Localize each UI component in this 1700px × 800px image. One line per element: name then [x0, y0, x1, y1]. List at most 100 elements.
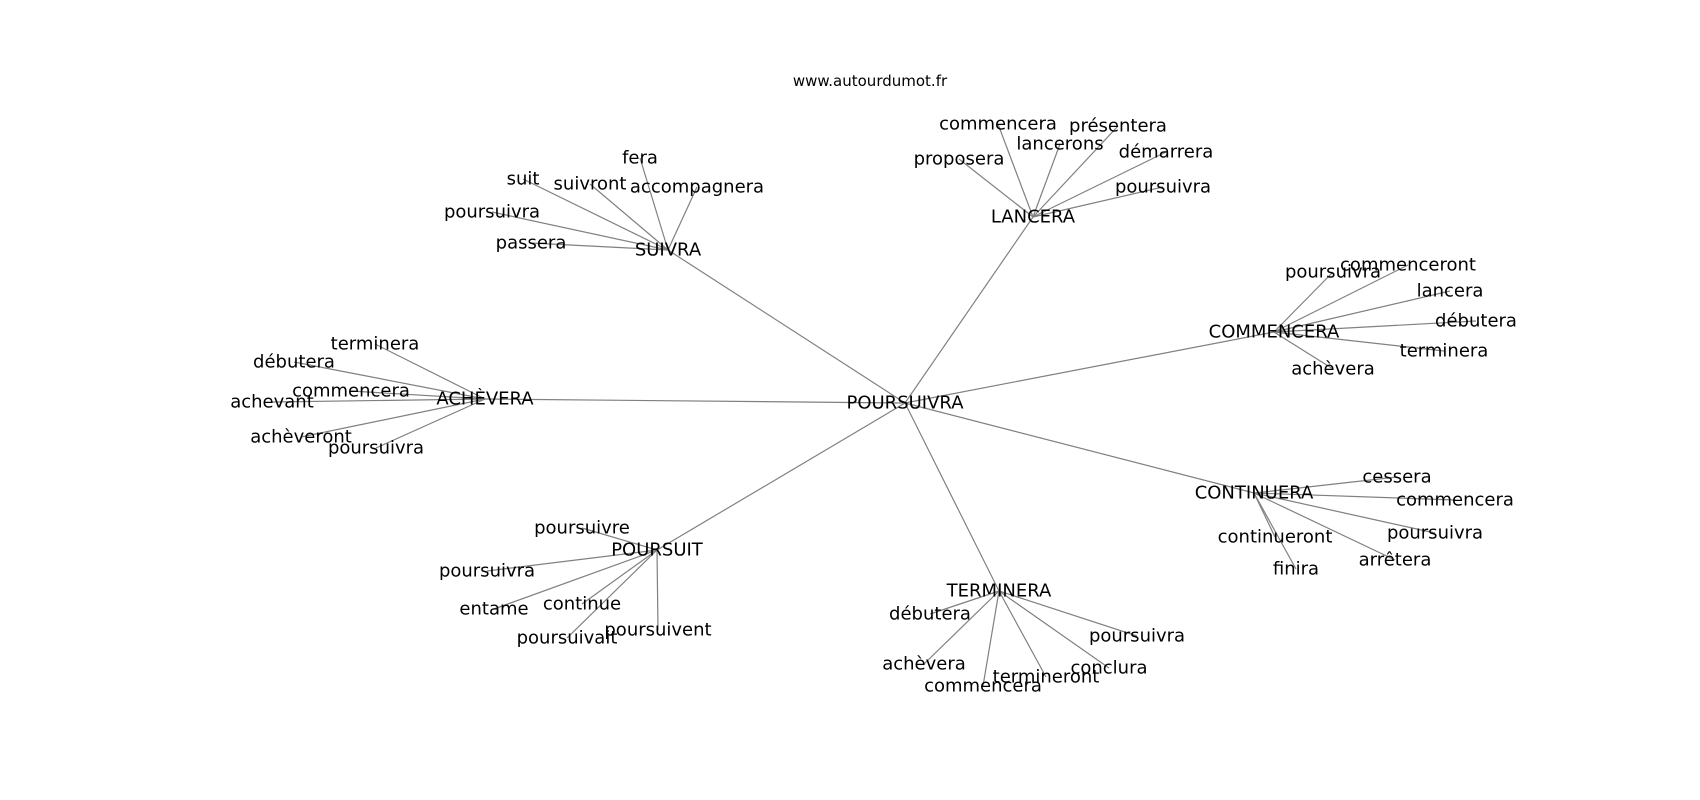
- edge-achevera-acheveront: [300, 398, 486, 438]
- leaf-node-terminera-commencera[interactable]: commencera: [924, 676, 1042, 697]
- edge-continuera-cessera: [1253, 476, 1398, 494]
- edge-achevera-terminera: [374, 343, 486, 400]
- leaf-node-commencera-terminera[interactable]: terminera: [1400, 341, 1489, 362]
- edge-commencera-poursuivra: [1273, 271, 1334, 333]
- edge-achevera-commencera: [350, 390, 486, 400]
- leaf-node-lancera-proposera[interactable]: proposera: [914, 149, 1005, 170]
- leaf-node-achevera-poursuivra[interactable]: poursuivra: [328, 438, 424, 459]
- edge-terminera-achevera: [923, 590, 1000, 665]
- edge-poursuit-poursuivra: [486, 549, 658, 572]
- edge-suivra-suit: [522, 178, 669, 251]
- edge-center-continuera: [904, 402, 1255, 494]
- leaf-node-continuera-finira[interactable]: finira: [1273, 559, 1319, 580]
- leaf-node-poursuit-continue[interactable]: continue: [543, 594, 621, 615]
- leaf-node-poursuit-poursuivre[interactable]: poursuivre: [534, 518, 630, 539]
- edge-poursuit-poursuivait: [566, 549, 658, 639]
- edge-terminera-poursuivra: [998, 590, 1138, 637]
- leaf-node-achevera-terminera[interactable]: terminera: [331, 334, 420, 355]
- edge-center-poursuit: [656, 402, 906, 551]
- leaf-node-suivra-passera[interactable]: passera: [496, 233, 567, 254]
- leaf-node-poursuit-poursuivra[interactable]: poursuivra: [439, 561, 535, 582]
- edge-poursuit-entame: [493, 549, 658, 610]
- edge-continuera-finira: [1253, 492, 1297, 570]
- hub-node-continuera[interactable]: CONTINUERA: [1195, 483, 1314, 504]
- leaf-node-continuera-arretera[interactable]: arrêtera: [1359, 550, 1432, 571]
- leaf-node-commencera-achevera[interactable]: achèvera: [1291, 359, 1375, 380]
- leaf-node-lancera-lancerons[interactable]: lancerons: [1016, 134, 1103, 155]
- edge-poursuit-poursuivent: [656, 549, 659, 631]
- hub-node-lancera[interactable]: LANCERA: [991, 207, 1076, 228]
- hub-node-achevera[interactable]: ACHÈVERA: [436, 388, 534, 410]
- leaf-node-continuera-continueront[interactable]: continueront: [1218, 527, 1333, 548]
- edge-suivra-poursuivra: [491, 211, 669, 251]
- leaf-node-terminera-achevera[interactable]: achèvera: [882, 654, 966, 675]
- hub-node-terminera[interactable]: TERMINERA: [946, 581, 1052, 602]
- edge-poursuit-poursuivre: [581, 527, 658, 551]
- leaf-node-lancera-demarrera[interactable]: démarrera: [1119, 142, 1214, 163]
- leaf-node-continuera-commencera[interactable]: commencera: [1396, 490, 1514, 511]
- edge-center-terminera: [904, 402, 1000, 592]
- leaf-node-terminera-conclura[interactable]: conclura: [1070, 658, 1147, 679]
- leaf-node-achevera-debutera[interactable]: débutera: [253, 352, 335, 373]
- edge-suivra-accompagnera: [667, 186, 698, 251]
- edge-commencera-terminera: [1273, 331, 1445, 352]
- hub-node-suivra[interactable]: SUIVRA: [635, 240, 702, 261]
- edge-commencera-debutera: [1273, 320, 1477, 333]
- leaf-node-suivra-accompagnera[interactable]: accompagnera: [630, 177, 764, 198]
- leaf-node-terminera-debutera[interactable]: débutera: [889, 604, 971, 625]
- leaf-node-suivra-poursuivra[interactable]: poursuivra: [444, 202, 540, 223]
- hub-node-poursuit[interactable]: POURSUIT: [611, 540, 704, 561]
- leaf-node-suivra-fera[interactable]: fera: [622, 148, 658, 169]
- leaf-node-achevera-acheveront[interactable]: achèveront: [250, 427, 352, 448]
- edge-achevera-poursuivra: [375, 398, 486, 449]
- edge-terminera-commencera: [982, 590, 1000, 687]
- edge-poursuit-continue: [581, 549, 658, 605]
- leaf-node-achevera-achevant[interactable]: achevant: [230, 392, 314, 413]
- leaf-node-terminera-poursuivra[interactable]: poursuivra: [1089, 626, 1185, 647]
- edge-lancera-demarrera: [1032, 151, 1167, 218]
- leaf-node-commencera-debutera[interactable]: débutera: [1435, 311, 1517, 332]
- edge-center-commencera: [904, 331, 1275, 404]
- edge-terminera-conclura: [998, 590, 1110, 669]
- leaf-node-continuera-poursuivra[interactable]: poursuivra: [1387, 523, 1483, 544]
- leaf-node-lancera-commencera[interactable]: commencera: [939, 114, 1057, 135]
- leaf-node-poursuit-poursuivait[interactable]: poursuivait: [517, 628, 618, 649]
- edge-terminera-debutera: [929, 590, 1000, 615]
- leaf-node-terminera-termineront[interactable]: termineront: [993, 667, 1100, 688]
- edge-lancera-proposera: [958, 158, 1034, 218]
- leaf-node-suivra-suit[interactable]: suit: [507, 169, 540, 190]
- hub-node-commencera[interactable]: COMMENCERA: [1209, 322, 1340, 343]
- edge-lancera-commencera: [997, 123, 1034, 218]
- edge-lancera-presentera: [1032, 125, 1119, 218]
- leaf-node-poursuit-entame[interactable]: entame: [459, 599, 528, 620]
- edge-commencera-lancera: [1273, 290, 1451, 333]
- edge-commencera-commenceront: [1273, 264, 1409, 333]
- edge-continuera-commencera: [1253, 492, 1456, 501]
- edge-center-suivra: [667, 249, 906, 404]
- edge-suivra-fera: [639, 157, 669, 251]
- leaf-node-continuera-cessera[interactable]: cessera: [1362, 467, 1431, 488]
- site-watermark: www.autourdumot.fr: [792, 72, 948, 90]
- leaf-node-suivra-suivront[interactable]: suivront: [554, 174, 627, 195]
- edge-continuera-arretera: [1253, 492, 1396, 561]
- edge-suivra-passera: [530, 242, 669, 251]
- edge-center-lancera: [904, 216, 1034, 404]
- leaf-node-commencera-poursuivra[interactable]: poursuivra: [1285, 262, 1381, 283]
- edge-center-achevera: [484, 398, 906, 404]
- edge-lancera-poursuivra: [1032, 186, 1164, 218]
- edges: [271, 123, 1477, 687]
- leaf-node-achevera-commencera[interactable]: commencera: [292, 381, 410, 402]
- edge-achevera-debutera: [293, 361, 486, 400]
- edge-continuera-poursuivra: [1253, 492, 1436, 534]
- leaf-node-commencera-commenceront[interactable]: commenceront: [1340, 255, 1476, 276]
- leaf-node-commencera-lancera[interactable]: lancera: [1417, 281, 1484, 302]
- leaf-node-lancera-poursuivra[interactable]: poursuivra: [1115, 177, 1211, 198]
- edge-commencera-achevera: [1273, 331, 1334, 370]
- edge-terminera-termineront: [998, 590, 1047, 678]
- edge-lancera-lancerons: [1032, 143, 1061, 218]
- center-word-node[interactable]: POURSUIVRA: [846, 393, 964, 414]
- leaf-node-lancera-presentera[interactable]: présentera: [1069, 116, 1167, 137]
- leaf-node-poursuit-poursuivent[interactable]: poursuivent: [604, 620, 711, 641]
